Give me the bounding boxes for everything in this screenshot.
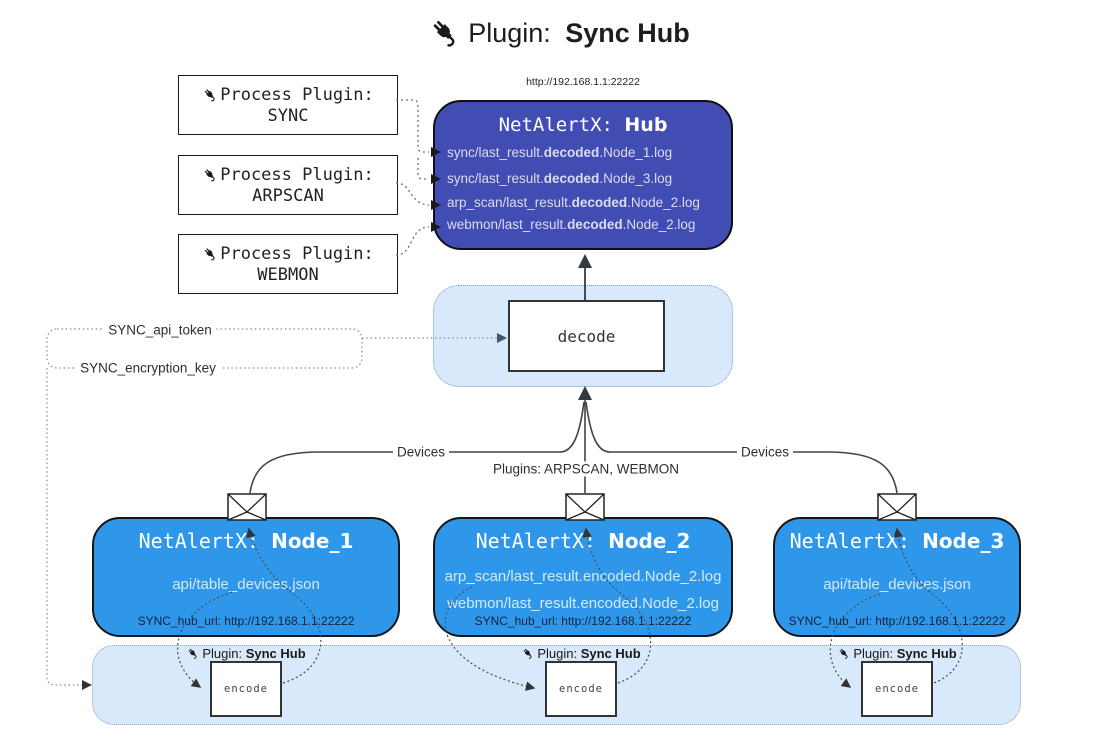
- hub-url: http://192.168.1.1:22222: [526, 76, 640, 88]
- decode-box: decode: [508, 300, 665, 372]
- process-plugin-name: SYNC: [267, 105, 309, 126]
- hub-title-name: Hub: [624, 114, 668, 136]
- plug-icon: [203, 167, 218, 182]
- process-plugin-label: Process Plugin:: [220, 164, 374, 185]
- hub-log-line: sync/last_result.decoded.Node_1.log: [447, 145, 673, 160]
- junction-arrow: [578, 386, 592, 400]
- page-title-name: Sync Hub: [565, 17, 690, 48]
- node-3-box: NetAlertX: Node_3 api/table_devices.json…: [773, 517, 1021, 637]
- node-lines: arp_scan/last_result.encoded.Node_2.log …: [444, 568, 722, 612]
- node-hub-url: SYNC_hub_url: http://192.168.1.1:22222: [788, 614, 1006, 628]
- hub-log-line: sync/last_result.decoded.Node_3.log: [447, 171, 673, 186]
- devices-edges: [249, 400, 898, 494]
- plug-icon: [203, 246, 218, 261]
- plug-icon: [203, 87, 218, 102]
- plug-icon: [838, 647, 850, 660]
- encode-box: encode: [545, 661, 617, 717]
- hub-log-line: arp_scan/last_result.decoded.Node_2.log: [447, 195, 700, 210]
- page-title: Plugin: Sync Hub: [427, 16, 690, 50]
- encoder-label: Plugin: Sync Hub: [186, 646, 306, 661]
- process-plugin-name: ARPSCAN: [252, 185, 324, 206]
- node-title: NetAlertX: Node_2: [475, 529, 691, 553]
- process-plugin-webmon: Process Plugin: WEBMON: [178, 234, 398, 294]
- process-plugin-label: Process Plugin:: [220, 84, 374, 105]
- hub-log-line: webmon/last_result.decoded.Node_2.log: [447, 217, 696, 232]
- node-lines: api/table_devices.json: [823, 576, 971, 593]
- hub-box: NetAlertX: Hub sync/last_result.decoded.…: [433, 100, 733, 250]
- page-title-prefix: Plugin:: [468, 17, 559, 48]
- encoder-label: Plugin: Sync Hub: [837, 646, 957, 661]
- node-title: NetAlertX: Node_1: [138, 529, 354, 553]
- hub-title-prefix: NetAlertX:: [498, 114, 625, 136]
- node-hub-url: SYNC_hub_url: http://192.168.1.1:22222: [137, 614, 355, 628]
- plugin-to-hub-edges: [395, 99, 430, 256]
- plug-icon: [522, 647, 534, 660]
- plugins-center-label: Plugins: ARPSCAN, WEBMON: [488, 461, 684, 477]
- devices-left-label: Devices: [392, 444, 450, 460]
- hub-title: NetAlertX: Hub: [435, 114, 731, 137]
- encoder-label: Plugin: Sync Hub: [521, 646, 641, 661]
- encryption-key-label: SYNC_encryption_key: [76, 360, 220, 376]
- panel-in-arrow: [82, 680, 92, 690]
- hub-log-list: sync/last_result.decoded.Node_1.log sync…: [447, 140, 727, 236]
- process-plugin-arpscan: Process Plugin: ARPSCAN: [178, 155, 398, 215]
- node-hub-url: SYNC_hub_url: http://192.168.1.1:22222: [474, 614, 692, 628]
- node-1-box: NetAlertX: Node_1 api/table_devices.json…: [92, 517, 400, 637]
- process-plugin-sync: Process Plugin: SYNC: [178, 75, 398, 135]
- plug-icon: [187, 647, 199, 660]
- devices-right-label: Devices: [736, 444, 794, 460]
- node-title: NetAlertX: Node_3: [789, 529, 1005, 553]
- plug-icon: [429, 17, 460, 48]
- node-2-box: NetAlertX: Node_2 arp_scan/last_result.e…: [433, 517, 733, 637]
- api-token-label: SYNC_api_token: [104, 322, 216, 338]
- node-lines: api/table_devices.json: [172, 576, 320, 593]
- encode-box: encode: [861, 661, 933, 717]
- encode-box: encode: [210, 661, 282, 717]
- process-plugin-name: WEBMON: [257, 264, 319, 285]
- process-plugin-label: Process Plugin:: [220, 243, 374, 264]
